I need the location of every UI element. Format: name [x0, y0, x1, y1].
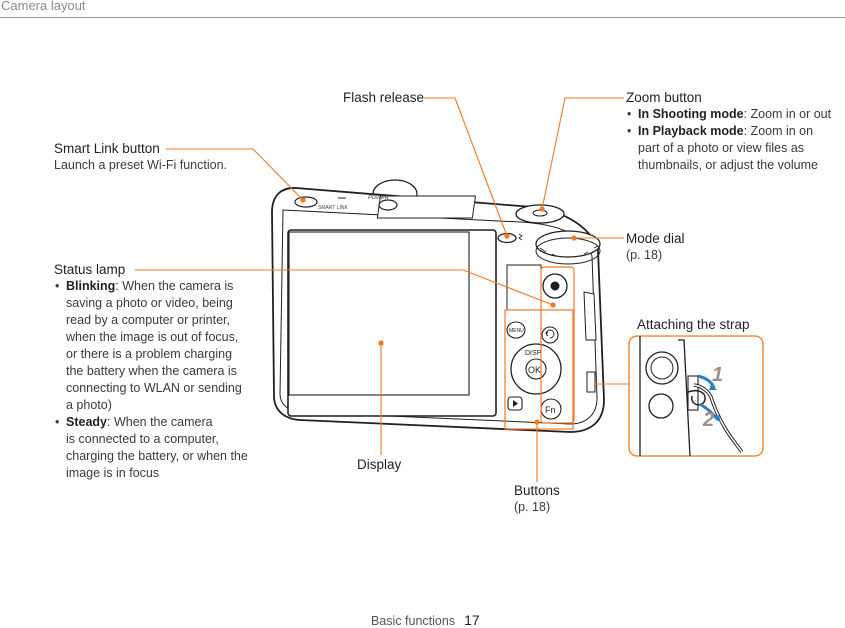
- zoom-button-label: Zoom button In Shooting mode: Zoom in or…: [626, 89, 831, 174]
- mode-dial-ref: (p. 18): [626, 248, 663, 262]
- mode-dial-title: Mode dial: [626, 231, 685, 246]
- disp-marking: DISP: [525, 350, 542, 357]
- side-buttons-highlight: [540, 266, 575, 424]
- flash-release-label: Flash release: [343, 89, 424, 106]
- menu-marking: MENU: [509, 328, 524, 334]
- power-key: [378, 199, 398, 211]
- display-label: Display: [357, 456, 401, 473]
- leader-lines: [135, 97, 629, 482]
- leader-dots: [300, 197, 577, 425]
- page-header: Camera layout: [0, 0, 845, 18]
- status-lamp-label: Status lamp Blinking: When the camera is…: [54, 261, 248, 482]
- strap-step-1: 1: [712, 364, 723, 386]
- smart-link-title: Smart Link button: [54, 141, 160, 156]
- fn-marking: Fn: [545, 405, 556, 415]
- display-title: Display: [357, 457, 402, 472]
- buttons-label: Buttons (p. 18): [514, 482, 560, 516]
- flash-release-title: Flash release: [343, 90, 425, 105]
- buttons-title: Buttons: [514, 483, 560, 498]
- lcd-screen: [288, 231, 470, 396]
- ok-marking: OK: [528, 365, 541, 375]
- status-lamp-title: Status lamp: [54, 262, 126, 277]
- buttons-highlight: [504, 309, 574, 430]
- strap-step-2: 2: [702, 409, 714, 431]
- footer-section: Basic functions: [371, 614, 456, 628]
- smart-link-key: [294, 196, 318, 208]
- mode-dial-label: Mode dial (p. 18): [626, 230, 685, 264]
- camera-illustration: SMART LINK POWER MENU OK DISP: [271, 179, 605, 433]
- zoom-button-list: In Shooting mode: Zoom in or out In Play…: [626, 106, 831, 174]
- strap-inset: 1 2: [628, 335, 764, 457]
- zoom-button-title: Zoom button: [626, 90, 702, 105]
- page-number: 17: [464, 612, 480, 628]
- buttons-ref: (p. 18): [514, 500, 551, 514]
- list-item: In Shooting mode: Zoom in or out: [626, 106, 831, 123]
- attaching-strap-label: Attaching the strap: [637, 316, 750, 333]
- power-marking: POWER: [368, 195, 389, 201]
- smart-link-marking: SMART LINK: [318, 205, 348, 211]
- smart-link-label: Smart Link button Launch a preset Wi-Fi …: [54, 140, 227, 174]
- page-header-title: Camera layout: [1, 0, 86, 13]
- page-footer: Basic functions 17: [371, 612, 480, 628]
- attaching-strap-title: Attaching the strap: [637, 317, 750, 332]
- smart-link-desc: Launch a preset Wi-Fi function.: [54, 158, 227, 172]
